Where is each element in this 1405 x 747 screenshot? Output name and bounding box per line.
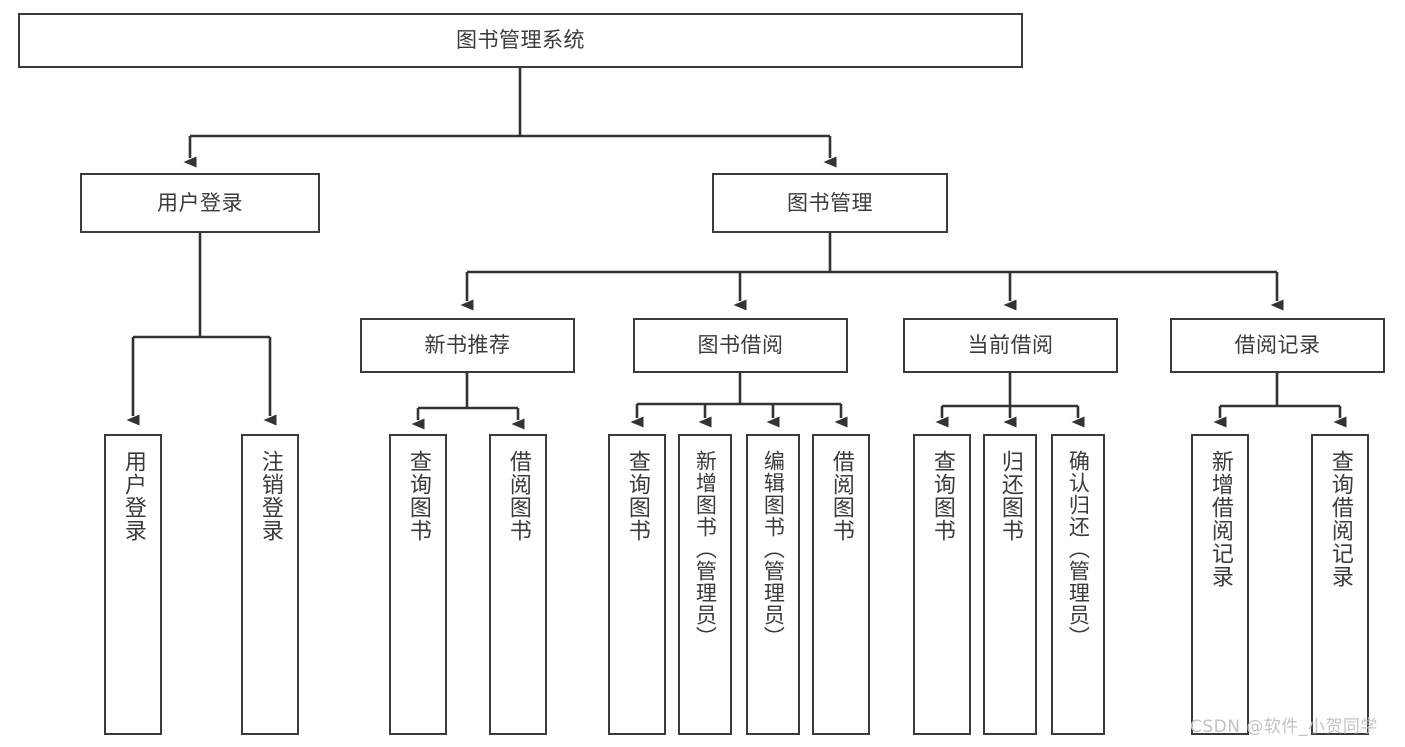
node-label: 查询借阅记录 <box>1327 450 1353 588</box>
leaf-logout[interactable]: 注销登录 <box>241 434 299 735</box>
leaf-return-book[interactable]: 归还图书 <box>983 434 1037 735</box>
node-root[interactable]: 图书管理系统 <box>18 13 1023 68</box>
leaf-user-login[interactable]: 用户登录 <box>104 434 162 735</box>
leaf-confirm-return-admin[interactable]: 确认归还（管理员） <box>1051 434 1105 735</box>
node-label: 用户登录 <box>157 190 243 215</box>
node-label: 查询图书 <box>405 450 431 542</box>
node-book-management[interactable]: 图书管理 <box>712 173 948 233</box>
node-label: 新书推荐 <box>424 333 511 358</box>
node-label: 查询图书 <box>929 450 955 542</box>
node-label: 图书管理 <box>787 190 873 215</box>
node-label: 图书借阅 <box>697 333 784 358</box>
leaf-query-book-current[interactable]: 查询图书 <box>913 434 971 735</box>
node-new-book-recommend[interactable]: 新书推荐 <box>360 318 575 373</box>
node-label: 借阅图书 <box>828 450 854 542</box>
node-book-borrow[interactable]: 图书借阅 <box>633 318 848 373</box>
leaf-borrow-book-recommend[interactable]: 借阅图书 <box>489 434 547 735</box>
node-label: 注销登录 <box>257 450 283 542</box>
node-label: 当前借阅 <box>967 333 1054 358</box>
node-user-login[interactable]: 用户登录 <box>80 173 320 233</box>
leaf-edit-book-admin[interactable]: 编辑图书（管理员） <box>746 434 800 735</box>
leaf-add-borrow-record[interactable]: 新增借阅记录 <box>1191 434 1249 735</box>
node-label: 新增借阅记录 <box>1207 450 1233 588</box>
leaf-add-book-admin[interactable]: 新增图书（管理员） <box>678 434 732 735</box>
leaf-query-book-borrow[interactable]: 查询图书 <box>608 434 666 735</box>
node-label: 图书管理系统 <box>456 28 585 53</box>
node-label: 新增图书（管理员） <box>693 450 718 648</box>
watermark: CSDN @软件_小贺同学 <box>1190 717 1378 737</box>
node-label: 确认归还（管理员） <box>1066 450 1091 648</box>
node-label: 查询图书 <box>624 450 650 542</box>
leaf-query-borrow-record[interactable]: 查询借阅记录 <box>1311 434 1369 735</box>
node-label: 用户登录 <box>120 450 146 542</box>
node-label: 借阅记录 <box>1234 333 1321 358</box>
node-label: 编辑图书（管理员） <box>761 450 786 648</box>
node-borrow-records[interactable]: 借阅记录 <box>1170 318 1385 373</box>
node-current-borrow[interactable]: 当前借阅 <box>903 318 1118 373</box>
node-label: 借阅图书 <box>505 450 531 542</box>
node-label: 归还图书 <box>997 450 1023 542</box>
leaf-borrow-book[interactable]: 借阅图书 <box>812 434 870 735</box>
leaf-query-book-recommend[interactable]: 查询图书 <box>389 434 447 735</box>
